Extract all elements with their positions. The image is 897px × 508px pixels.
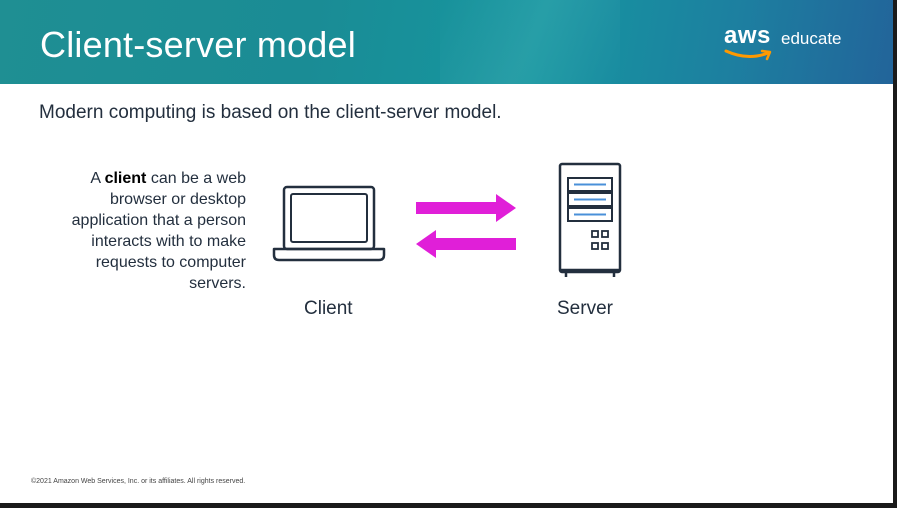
logo-suffix: educate bbox=[781, 29, 842, 48]
laptop-icon bbox=[272, 185, 386, 262]
client-description: A client can be a web browser or desktop… bbox=[40, 168, 246, 294]
arrow-right-icon bbox=[416, 194, 516, 222]
server-label: Server bbox=[557, 298, 613, 319]
aws-smile-icon bbox=[724, 49, 772, 61]
client-label: Client bbox=[304, 298, 353, 319]
aws-educate-logo: aws educate bbox=[722, 22, 852, 64]
server-tower-icon bbox=[558, 162, 622, 277]
arrow-left-icon bbox=[416, 230, 516, 258]
request-response-arrows bbox=[416, 194, 516, 258]
description-suffix: can be a web browser or desktop applicat… bbox=[71, 170, 246, 292]
description-bold-term: client bbox=[104, 170, 147, 187]
logo-wordmark: aws bbox=[724, 22, 771, 49]
slide-title: Client-server model bbox=[40, 24, 356, 65]
description-prefix: A bbox=[90, 170, 105, 187]
copyright-footer: ©2021 Amazon Web Services, Inc. or its a… bbox=[31, 478, 246, 485]
slide-subtitle: Modern computing is based on the client-… bbox=[39, 102, 502, 123]
slide-header: Client-server model aws educate bbox=[0, 0, 893, 84]
